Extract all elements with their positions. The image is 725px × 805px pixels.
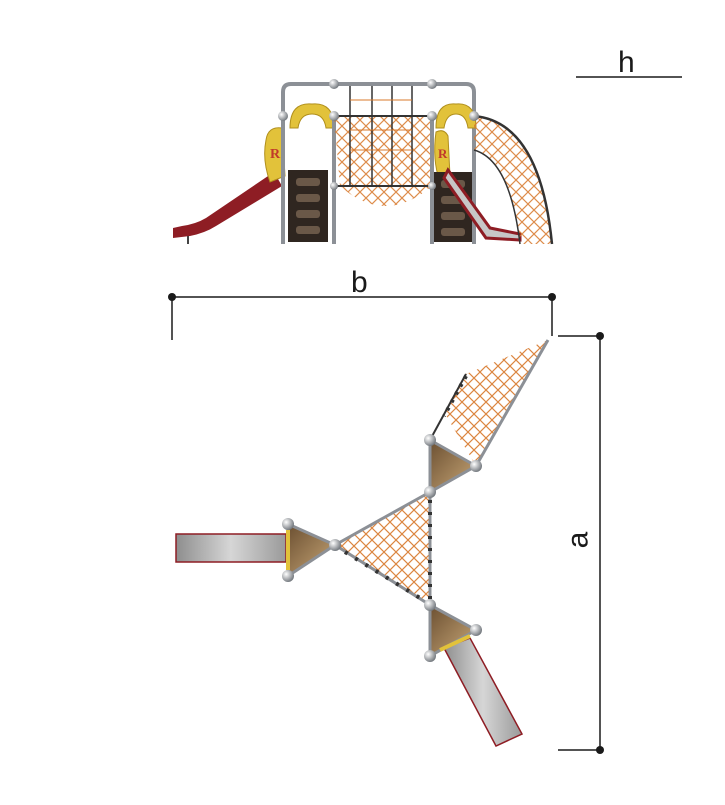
dim-a [558, 332, 604, 754]
dimension-label-h: h [618, 46, 635, 79]
dim-b [168, 293, 556, 340]
arched-climbing-net [473, 114, 554, 245]
left-ladder [288, 170, 328, 242]
tower-triangle-top [428, 437, 480, 495]
svg-text:R: R [270, 147, 281, 162]
left-slide [173, 172, 282, 238]
elevation-view: R R [173, 79, 554, 245]
plan-left-slide [175, 533, 287, 563]
right-tower-arch [435, 103, 477, 129]
top-rail [281, 82, 476, 113]
center-net [334, 86, 432, 206]
svg-text:R: R [438, 146, 448, 161]
plan-view [175, 339, 550, 747]
tower-triangle-left [286, 521, 339, 579]
plan-bottom-slide [442, 637, 524, 747]
plan-diagonal-net [429, 339, 550, 467]
left-tower-arch [289, 103, 335, 129]
dimension-label-b: b [351, 266, 368, 299]
plan-center-net [334, 490, 432, 607]
dimension-label-a: a [561, 531, 595, 549]
